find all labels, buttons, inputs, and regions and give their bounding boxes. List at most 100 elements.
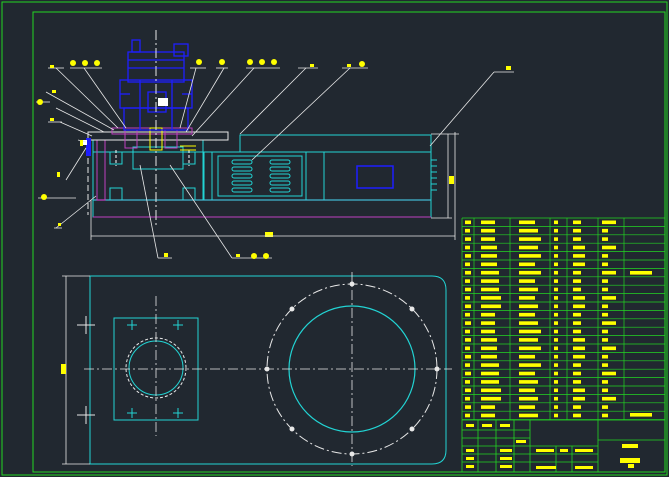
parts-cell-text xyxy=(519,354,535,359)
parts-list xyxy=(461,217,666,420)
parts-cell-text xyxy=(554,254,558,258)
parts-cell-text xyxy=(519,304,538,309)
parts-cell-text xyxy=(465,270,471,275)
parts-cell-text xyxy=(481,287,499,292)
parts-cell-text xyxy=(554,220,558,225)
parts-header-text xyxy=(630,413,652,417)
parts-cell-text xyxy=(602,354,608,359)
parts-cell-text xyxy=(573,245,585,250)
parts-cell-text xyxy=(573,363,581,367)
parts-cell-text xyxy=(554,363,558,367)
parts-cell-text xyxy=(465,371,471,376)
parts-cell-text xyxy=(573,228,581,233)
parts-cell-text xyxy=(554,413,558,418)
parts-cell-text xyxy=(602,321,616,325)
parts-cell-text xyxy=(465,228,470,233)
parts-cell-text xyxy=(481,329,495,334)
parts-cell-text xyxy=(465,380,470,384)
parts-cell-text xyxy=(554,237,558,241)
parts-cell-text xyxy=(554,321,558,325)
parts-cell-text xyxy=(465,304,471,309)
parts-cell-text xyxy=(481,354,497,359)
parts-cell-text xyxy=(602,380,608,384)
parts-cell-text xyxy=(481,321,495,325)
parts-cell-text xyxy=(481,338,497,342)
parts-cell-text xyxy=(481,363,499,367)
parts-cell-text xyxy=(481,228,495,233)
parts-cell-text xyxy=(554,371,558,376)
parts-cell-text xyxy=(519,329,541,334)
plan-view xyxy=(61,272,452,466)
front-view xyxy=(82,30,437,225)
parts-cell-text xyxy=(602,396,616,401)
parts-cell-text xyxy=(573,338,585,342)
parts-cell-text xyxy=(481,380,499,384)
parts-cell-text xyxy=(554,245,558,250)
parts-cell-text xyxy=(602,363,608,367)
parts-cell-text xyxy=(554,388,558,393)
parts-cell-text xyxy=(573,220,581,225)
parts-cell-text xyxy=(481,388,501,393)
parts-cell-text xyxy=(554,304,558,309)
parts-cell-text xyxy=(481,371,499,376)
parts-cell-text xyxy=(519,245,538,250)
parts-cell-text xyxy=(554,405,558,409)
parts-cell-text xyxy=(554,312,558,317)
parts-cell-text xyxy=(519,312,535,317)
parts-cell-text xyxy=(465,220,471,225)
parts-cell-text xyxy=(573,405,581,409)
leader-lines xyxy=(36,67,514,259)
parts-cell-text xyxy=(573,262,585,267)
parts-cell-text xyxy=(481,296,501,300)
parts-cell-text xyxy=(465,405,471,409)
parts-cell-text xyxy=(554,338,558,342)
parts-cell-text xyxy=(519,279,535,283)
parts-cell-text xyxy=(465,287,471,292)
parts-cell-text xyxy=(465,354,471,359)
parts-cell-text xyxy=(602,245,616,250)
parts-cell-text xyxy=(573,346,585,351)
title-block-text xyxy=(466,424,640,469)
parts-cell-text xyxy=(519,396,538,401)
parts-cell-text xyxy=(554,228,558,233)
parts-cell-text xyxy=(602,346,616,351)
parts-cell-text xyxy=(519,413,538,418)
parts-cell-text xyxy=(573,329,581,334)
flange-plate xyxy=(87,131,229,141)
parts-cell-text xyxy=(602,304,608,309)
parts-cell-text xyxy=(465,413,470,418)
parts-cell-text xyxy=(519,405,535,409)
parts-cell-text xyxy=(602,371,616,376)
parts-cell-text xyxy=(573,354,585,359)
parts-cell-text xyxy=(554,270,558,275)
parts-cell-text xyxy=(602,312,608,317)
parts-cell-text xyxy=(465,321,471,325)
parts-cell-text xyxy=(554,354,558,359)
parts-cell-text xyxy=(602,296,616,300)
parts-cell-text xyxy=(602,254,608,258)
parts-cell-text xyxy=(519,237,541,241)
parts-cell-text xyxy=(602,287,608,292)
parts-cell-text xyxy=(519,380,538,384)
parts-cell-text xyxy=(554,396,558,401)
parts-cell-text xyxy=(519,321,538,325)
parts-cell-text xyxy=(481,312,495,317)
parts-cell-text xyxy=(481,245,497,250)
parts-cell-text xyxy=(554,279,558,283)
parts-cell-text xyxy=(573,287,581,292)
parts-cell-text xyxy=(519,363,541,367)
balloon-labels xyxy=(37,59,511,259)
parts-cell-text xyxy=(602,262,608,267)
parts-cell-text xyxy=(573,371,581,376)
parts-cell-text xyxy=(519,287,538,292)
parts-cell-text xyxy=(602,413,608,418)
parts-cell-text xyxy=(573,312,581,317)
parts-cell-text xyxy=(573,270,581,275)
parts-cell-text xyxy=(573,321,581,325)
parts-cell-text xyxy=(481,262,497,267)
parts-cell-text xyxy=(519,371,535,376)
parts-cell-text xyxy=(554,329,558,334)
